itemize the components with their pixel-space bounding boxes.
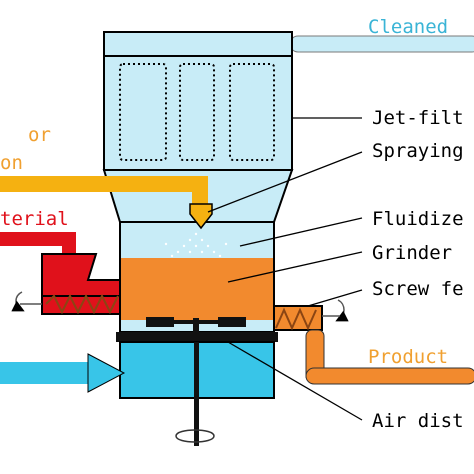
fluidized-bed-chamber [119,221,275,333]
jet-filter-housing [103,31,293,171]
product-outlet-pipe [305,329,474,385]
rotation-arrow-icon [322,299,349,322]
label-spraying: Spraying [372,140,464,162]
label-fluidized: Fluidize [372,208,464,230]
rotation-arrow-icon [175,429,215,443]
label-material: terial [0,208,69,230]
screw-conveyor-icon [275,307,317,331]
label-grinder: Grinder [372,242,453,264]
label-product: Product [368,346,449,368]
screw-conveyor-icon [45,293,119,315]
product-bed [121,258,273,320]
air-inlet-arrow [0,353,126,393]
spray-nozzle-icon [189,203,213,230]
label-screw-feeder: Screw fe [372,278,464,300]
grinder-shaft [175,342,215,446]
cleaned-air-pipe [289,35,474,53]
label-or: or [28,124,51,146]
leader-lines [207,117,363,421]
label-cleaned: Cleaned [368,16,449,38]
material-feed [0,232,121,315]
filter-bag-icon [119,63,275,161]
label-jet-filter: Jet-filt [372,107,464,129]
solution-feed-line [0,176,213,230]
grinder-blade-icon [146,317,246,338]
product-discharge-conveyor [273,305,323,331]
spray-pattern [164,232,228,258]
rotation-arrow-icon [11,291,42,312]
label-air-distributor: Air dist [372,410,464,432]
label-solution: on [0,152,23,174]
